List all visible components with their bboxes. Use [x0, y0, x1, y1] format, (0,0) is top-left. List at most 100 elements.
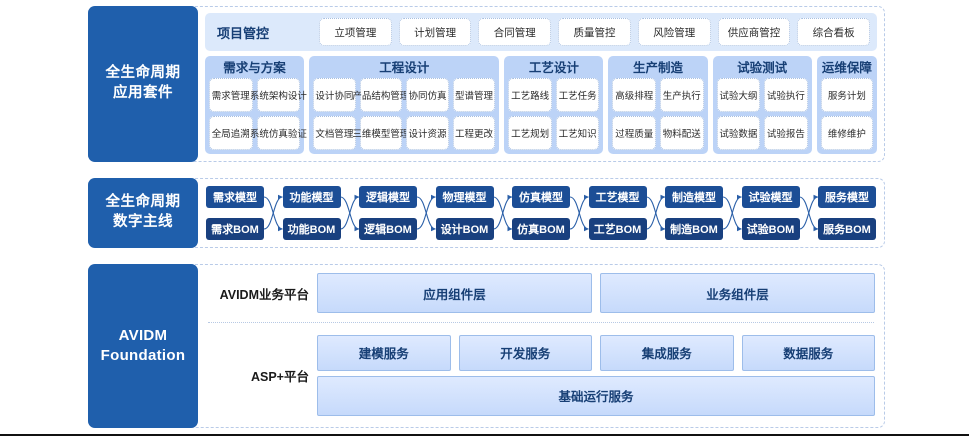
section-divider — [208, 322, 874, 323]
thread-model-box[interactable]: 逻辑模型 — [359, 186, 417, 208]
asp-service-box[interactable]: 建模服务 — [317, 334, 451, 371]
bottom-rule — [0, 434, 969, 436]
group-title: 运维保障 — [821, 61, 872, 75]
thread-model-box[interactable]: 制造模型 — [665, 186, 723, 208]
thread-model-box[interactable]: 工艺模型 — [588, 186, 647, 208]
thread-column: 功能模型 功能BOM — [282, 186, 341, 240]
thread-bom-box[interactable]: 需求BOM — [206, 218, 264, 240]
label-line-1: 全生命周期 — [105, 65, 181, 82]
group-engineering-design: 工程设计 设计协同 产品结构管理 协同仿真 型谱管理 文档管理 三维模型管理 设… — [309, 56, 500, 154]
project-management-row: 项目管控 立项管理 计划管理 合同管理 质量管控 风险管理 供应商管控 综合看板 — [205, 13, 877, 51]
capability-item[interactable]: 工艺知识 — [555, 116, 600, 150]
capability-item[interactable]: 工程更改 — [452, 116, 496, 150]
asp-service-box[interactable]: 开发服务 — [458, 334, 592, 371]
capability-item[interactable]: 工艺任务 — [555, 78, 600, 112]
thread-gap — [647, 186, 666, 240]
pm-chip[interactable]: 综合看板 — [797, 18, 871, 46]
asp-base-runtime-box[interactable]: 基础运行服务 — [317, 375, 875, 416]
capability-item[interactable]: 文档管理 — [313, 116, 356, 150]
thread-gap — [570, 186, 589, 240]
capability-item[interactable]: 型谱管理 — [452, 78, 496, 112]
platform-layer-box[interactable]: 应用组件层 — [317, 273, 592, 313]
capability-item[interactable]: 系统仿真验证 — [250, 116, 307, 150]
thread-model-box[interactable]: 仿真模型 — [512, 186, 570, 208]
pm-chip[interactable]: 合同管理 — [478, 18, 552, 46]
capability-item[interactable]: 过程质量 — [612, 116, 656, 150]
capability-item[interactable]: 服务计划 — [820, 78, 874, 112]
thread-column: 制造模型 制造BOM — [665, 186, 723, 240]
group-title: 工艺设计 — [528, 61, 579, 75]
capability-item[interactable]: 系统架构设计 — [250, 78, 307, 112]
capability-item[interactable]: 产品结构管理 — [352, 78, 409, 112]
capability-item[interactable]: 工艺路线 — [508, 78, 552, 112]
group-process-design: 工艺设计 工艺路线 工艺任务 工艺规划 工艺知识 — [504, 56, 604, 154]
thread-bom-box[interactable]: 逻辑BOM — [359, 218, 417, 240]
capability-group-row: 需求与方案 需求管理 系统架构设计 全局追溯 系统仿真验证 工程设计 — [205, 56, 878, 154]
pm-chip[interactable]: 供应商管控 — [717, 18, 791, 46]
thread-model-box[interactable]: 服务模型 — [818, 186, 876, 208]
label-line-2: 应用套件 — [113, 85, 173, 101]
project-management-title: 项目管控 — [217, 25, 270, 41]
capability-item[interactable]: 全局追溯 — [209, 116, 253, 150]
asp-platform-row: ASP+平台 建模服务 开发服务 集成服务 数据服务 基础运行服务 — [207, 332, 875, 418]
pm-chip[interactable]: 计划管理 — [398, 18, 472, 46]
group-requirements-solution: 需求与方案 需求管理 系统架构设计 全局追溯 系统仿真验证 — [205, 56, 307, 154]
platform-layer-box[interactable]: 业务组件层 — [600, 273, 875, 313]
capability-item[interactable]: 试验执行 — [764, 78, 808, 112]
section-label-digital-thread: 全生命周期 数字主线 — [88, 178, 198, 248]
group-title: 生产制造 — [632, 61, 683, 75]
thread-model-box[interactable]: 功能模型 — [282, 186, 341, 208]
group-test-validation: 试验测试 试验大纲 试验执行 试验数据 试验报告 — [712, 56, 812, 154]
thread-gap — [723, 186, 742, 240]
capability-item[interactable]: 维修维护 — [820, 116, 874, 150]
thread-bom-box[interactable]: 设计BOM — [435, 218, 494, 240]
thread-bom-box[interactable]: 试验BOM — [741, 218, 800, 240]
thread-bom-box[interactable]: 功能BOM — [282, 218, 341, 240]
capability-item[interactable]: 生产执行 — [659, 78, 704, 112]
thread-gap — [800, 186, 819, 240]
group-production-manufacturing: 生产制造 高级排程 生产执行 过程质量 物料配送 — [608, 56, 708, 154]
thread-bom-box[interactable]: 仿真BOM — [512, 218, 570, 240]
asp-service-box[interactable]: 集成服务 — [600, 334, 734, 371]
business-platform-name: AVIDM业务平台 — [219, 287, 309, 302]
thread-bom-box[interactable]: 制造BOM — [665, 218, 723, 240]
digital-thread-body: 需求模型 需求BOM 功能模型 功能BOM 逻辑模型 逻辑BOM 物理模型 设计… — [198, 179, 884, 247]
thread-column: 逻辑模型 逻辑BOM — [359, 186, 417, 240]
capability-item[interactable]: 高级排程 — [612, 78, 656, 112]
thread-column: 工艺模型 工艺BOM — [588, 186, 647, 240]
thread-column: 试验模型 试验BOM — [741, 186, 800, 240]
thread-model-box[interactable]: 需求模型 — [206, 186, 264, 208]
capability-item[interactable]: 试验报告 — [764, 116, 808, 150]
group-operation-maintenance: 运维保障 服务计划 维修维护 — [816, 56, 878, 154]
section-digital-thread: 全生命周期 数字主线 需求模型 需求BOM 功能模型 功能BOM 逻辑模型 — [88, 178, 885, 248]
thread-model-box[interactable]: 试验模型 — [741, 186, 800, 208]
thread-column: 仿真模型 仿真BOM — [512, 186, 570, 240]
capability-item[interactable]: 三维模型管理 — [352, 116, 409, 150]
asp-service-box[interactable]: 数据服务 — [741, 334, 875, 371]
pm-chip[interactable]: 风险管理 — [637, 18, 711, 46]
capability-item[interactable]: 设计资源 — [406, 116, 449, 150]
thread-column: 物理模型 设计BOM — [435, 186, 494, 240]
business-platform-row: AVIDM业务平台 应用组件层 业务组件层 — [207, 273, 875, 313]
pm-chip[interactable]: 质量管控 — [558, 18, 631, 46]
thread-column: 需求模型 需求BOM — [206, 186, 264, 240]
capability-item[interactable]: 设计协同 — [313, 78, 356, 112]
capability-item[interactable]: 试验大纲 — [716, 78, 761, 112]
section-label-application-suite: 全生命周期 应用套件 — [88, 6, 198, 162]
capability-item[interactable]: 试验数据 — [716, 116, 761, 150]
capability-item[interactable]: 物料配送 — [659, 116, 704, 150]
group-title: 试验测试 — [737, 61, 788, 75]
section-avidm-foundation: AVIDM Foundation AVIDM业务平台 应用组件层 业务组件层 A… — [88, 264, 885, 428]
foundation-body: AVIDM业务平台 应用组件层 业务组件层 ASP+平台 建模服务 开发服务 集… — [198, 265, 884, 427]
pm-chip[interactable]: 立项管理 — [319, 18, 392, 46]
thread-bom-box[interactable]: 工艺BOM — [588, 218, 647, 240]
thread-column: 服务模型 服务BOM — [818, 186, 876, 240]
capability-item[interactable]: 协同仿真 — [406, 78, 449, 112]
thread-gap — [494, 186, 513, 240]
thread-bom-box[interactable]: 服务BOM — [818, 218, 876, 240]
thread-model-box[interactable]: 物理模型 — [435, 186, 494, 208]
thread-gap — [264, 186, 283, 240]
asp-platform-name: ASP+平台 — [250, 369, 309, 384]
capability-item[interactable]: 需求管理 — [209, 78, 253, 112]
capability-item[interactable]: 工艺规划 — [508, 116, 552, 150]
